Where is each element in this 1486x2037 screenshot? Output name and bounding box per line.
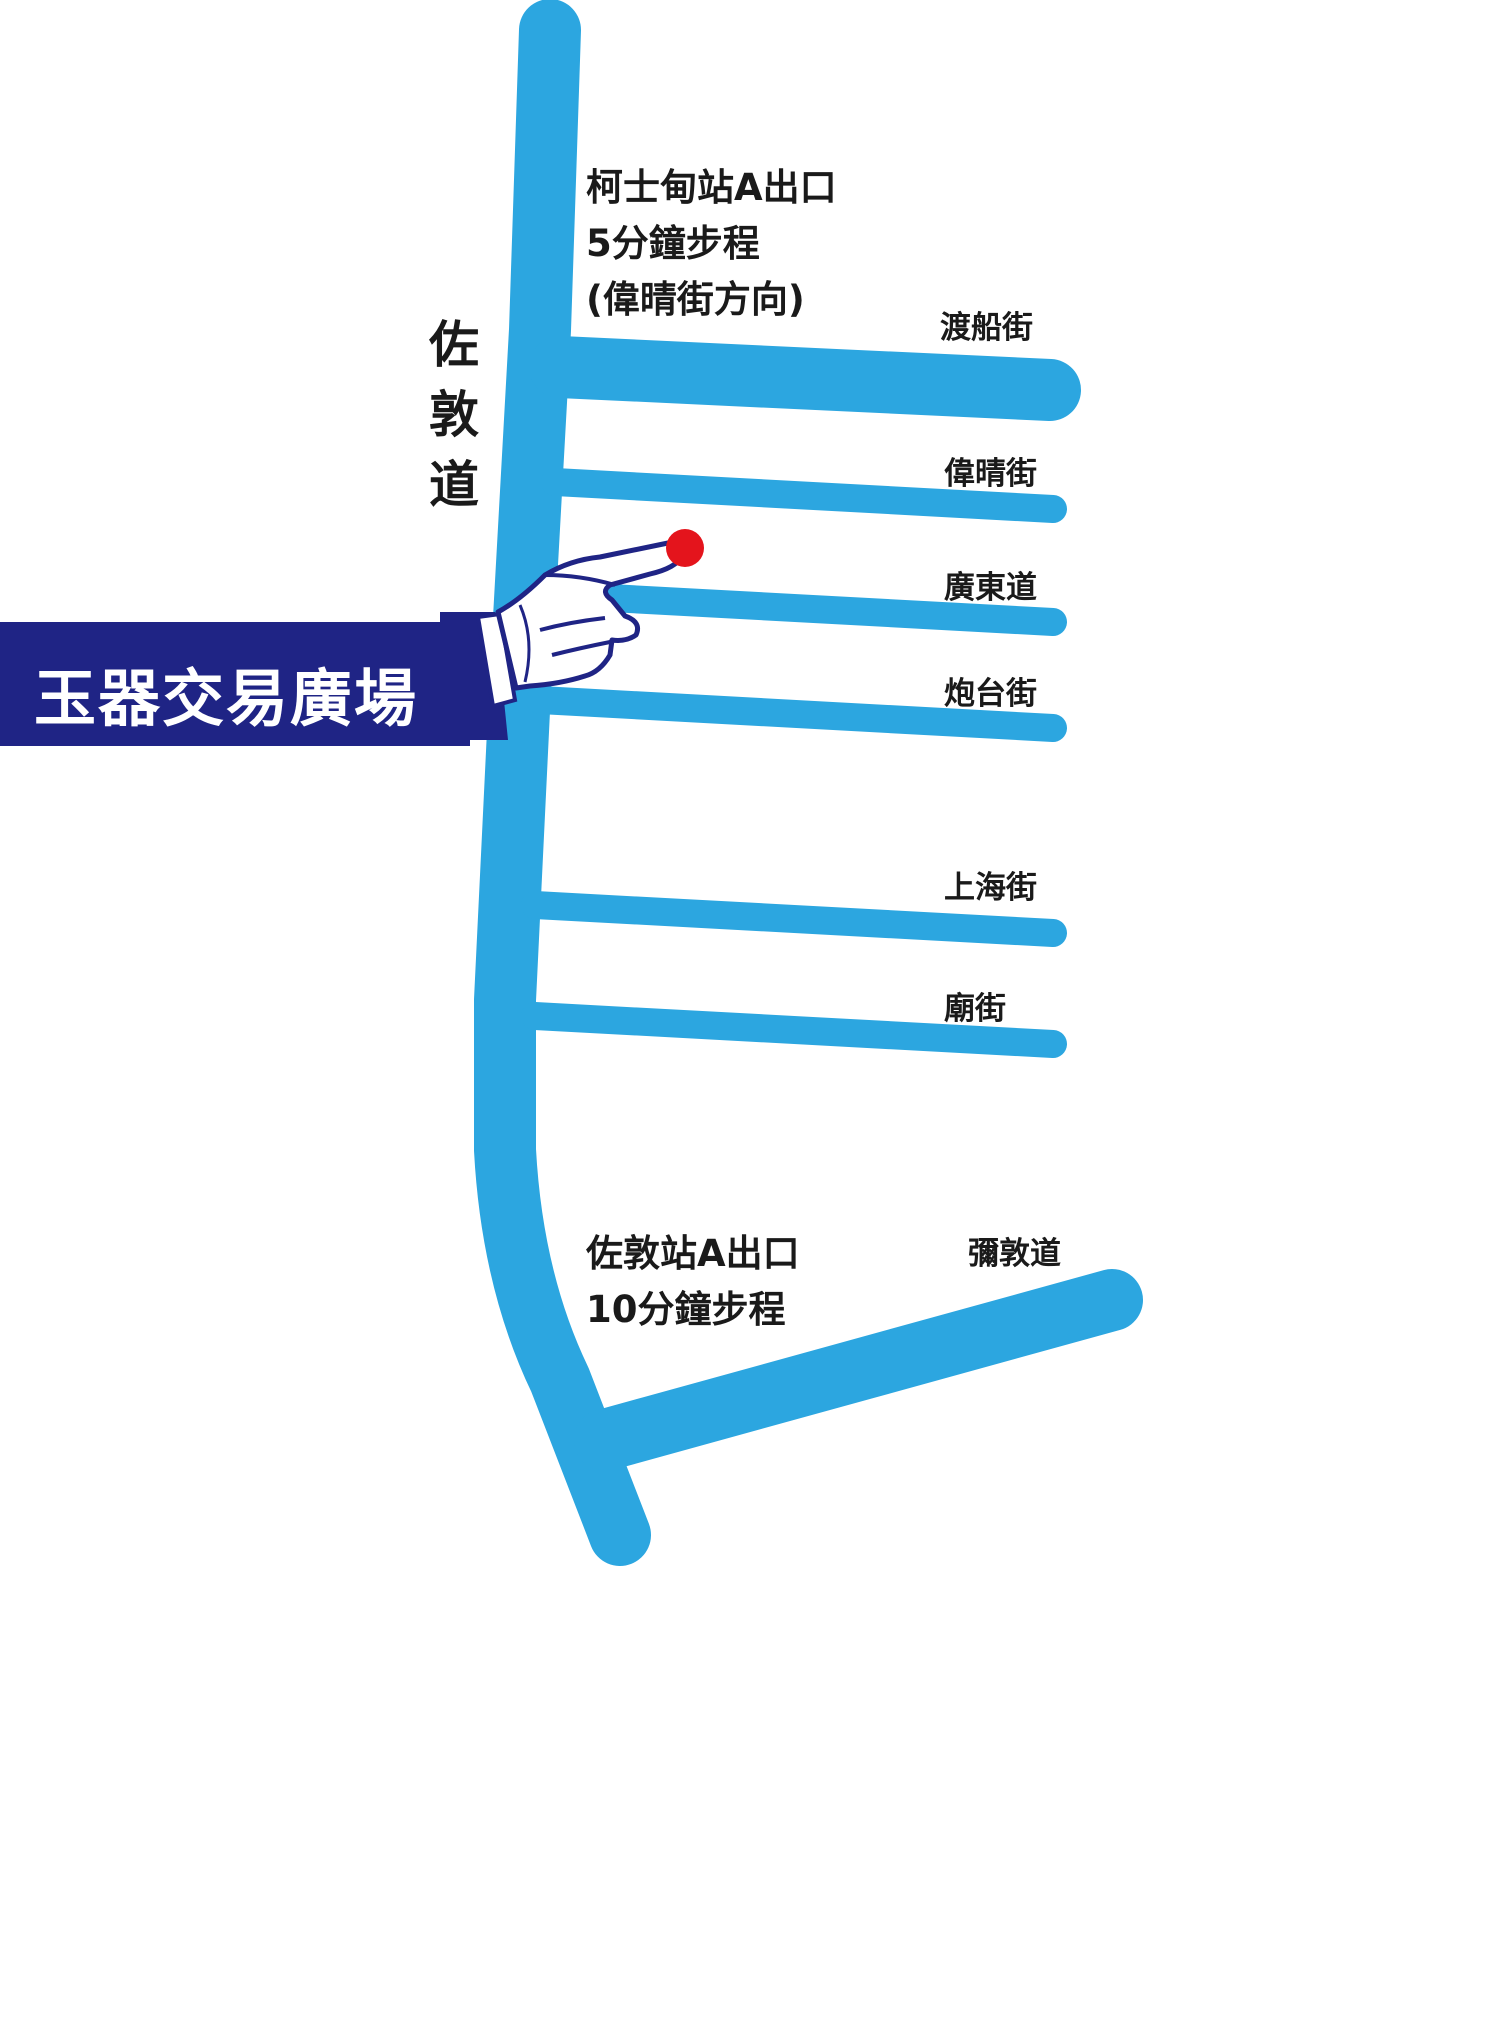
- road-wai-ching-street: [541, 468, 1067, 523]
- road-temple-street: [521, 1002, 1067, 1058]
- main-road-label: 佐敦道: [429, 316, 479, 514]
- street-label-ferry: 渡船街: [940, 310, 1033, 346]
- jordan-exit-line1: 佐敦站A出口: [586, 1232, 800, 1275]
- street-label-temple: 廟街: [944, 991, 1006, 1027]
- road-canton-road: [541, 581, 1067, 636]
- austin-exit-line2: 5分鐘步程: [586, 222, 760, 265]
- venue-name: 玉器交易廣場: [34, 662, 419, 735]
- street-label-nathan: 彌敦道: [968, 1236, 1061, 1272]
- street-label-pau-chung: 炮台街: [944, 676, 1037, 712]
- street-label-canton: 廣東道: [944, 570, 1037, 606]
- venue-banner: [0, 622, 470, 746]
- street-label-wai-ching: 偉晴街: [944, 456, 1037, 492]
- austin-exit-line3: (偉晴街方向): [586, 278, 805, 321]
- austin-exit-info: 柯士甸站A出口 5分鐘步程 (偉晴街方向): [586, 160, 837, 328]
- location-dot: [666, 529, 704, 567]
- jordan-exit-info: 佐敦站A出口 10分鐘步程: [586, 1226, 800, 1338]
- street-label-shanghai: 上海街: [944, 870, 1037, 906]
- street-map: [440, 0, 1143, 1566]
- roads: [474, 0, 1143, 1566]
- jordan-exit-line2: 10分鐘步程: [586, 1288, 786, 1331]
- road-nathan-road: [574, 1269, 1143, 1471]
- main-road-jordan-road: [474, 0, 651, 1566]
- road-pau-chung-street: [526, 686, 1067, 742]
- austin-exit-line1: 柯士甸站A出口: [586, 166, 837, 209]
- road-ferry-street: [529, 336, 1081, 421]
- road-shanghai-street: [521, 891, 1067, 947]
